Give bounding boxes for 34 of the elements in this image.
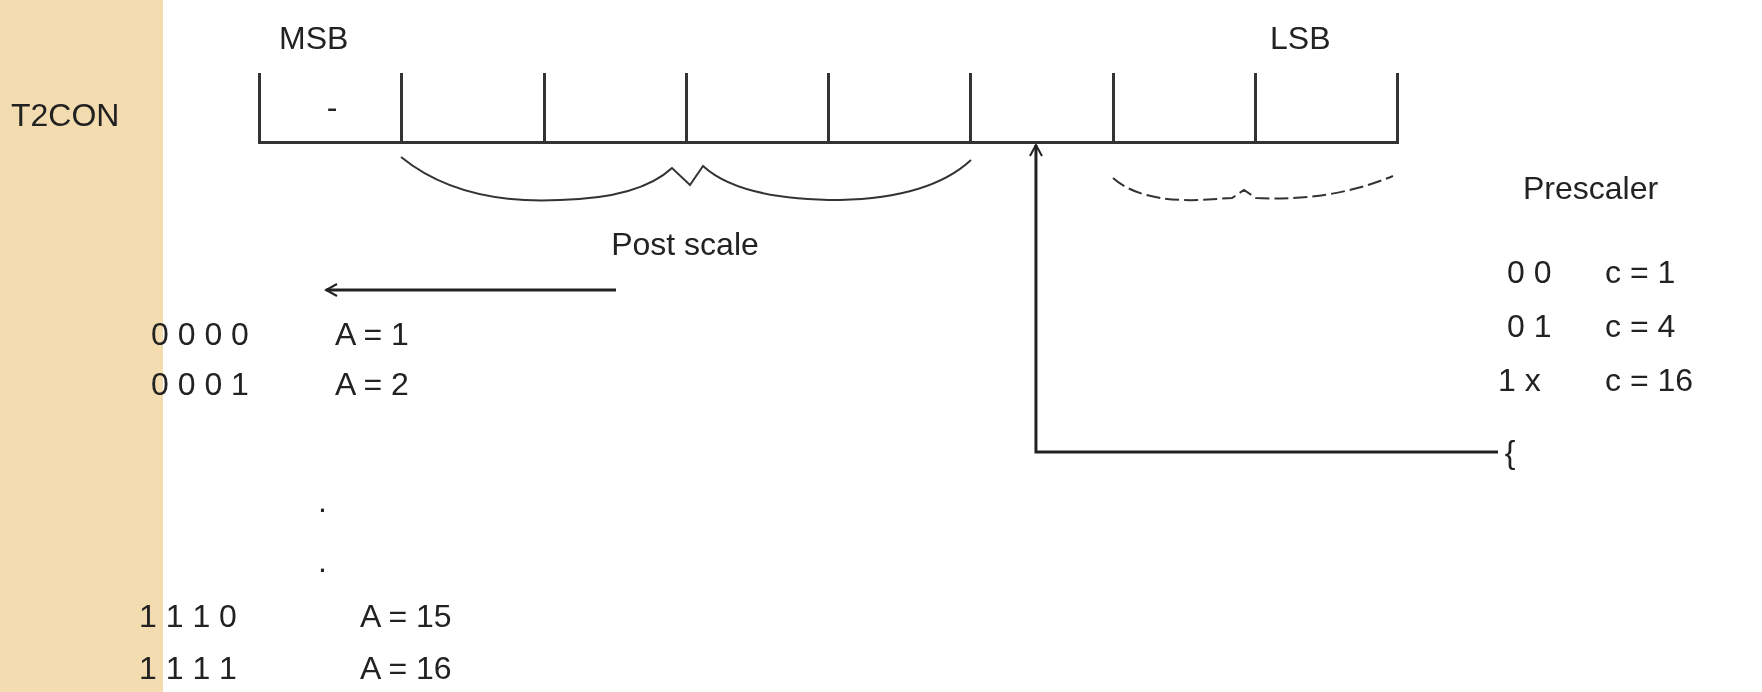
register-bit-cell [684,73,830,144]
register-bit-cell [1253,73,1399,144]
register-bit-cell [542,73,688,144]
register-bit-cell [400,73,546,144]
value-text: c = 1 [1605,256,1676,288]
bit-pattern: 1 1 1 0 [139,600,237,632]
register-bit-cell [258,73,403,144]
register-bit-cell [827,73,972,144]
value-text: A = 16 [360,652,452,684]
value-text: A = 15 [360,600,452,632]
register-end-label: MSB [279,22,349,54]
value-text: A = 1 [335,318,409,350]
bit-pattern: 1 1 1 1 [139,652,237,684]
register-end-label: LSB [1270,22,1331,54]
table-heading: Prescaler [1523,172,1659,204]
register-bit-cell [1111,73,1257,144]
bit-value: - [326,88,338,126]
text-label: { [1498,432,1522,472]
arrow [325,283,616,297]
register-bar [258,73,1399,147]
bit-pattern: 0 0 0 1 [151,368,249,400]
value-text: A = 2 [335,368,409,400]
register-name: T2CON [11,99,120,131]
value-text: c = 4 [1605,310,1676,342]
value-text: c = 16 [1605,364,1694,396]
bit-pattern: 0 1 [1507,310,1552,342]
arrow [1028,144,1498,454]
text-label: Post scale [570,226,800,290]
bit-pattern: 1 x [1498,364,1541,396]
ellipsis-dot: . [318,545,327,577]
bit-pattern: 0 0 [1507,256,1552,288]
bit-pattern: 0 0 0 0 [151,318,249,350]
ellipsis-dot: . [318,485,327,517]
register-bit-cell [969,73,1115,144]
